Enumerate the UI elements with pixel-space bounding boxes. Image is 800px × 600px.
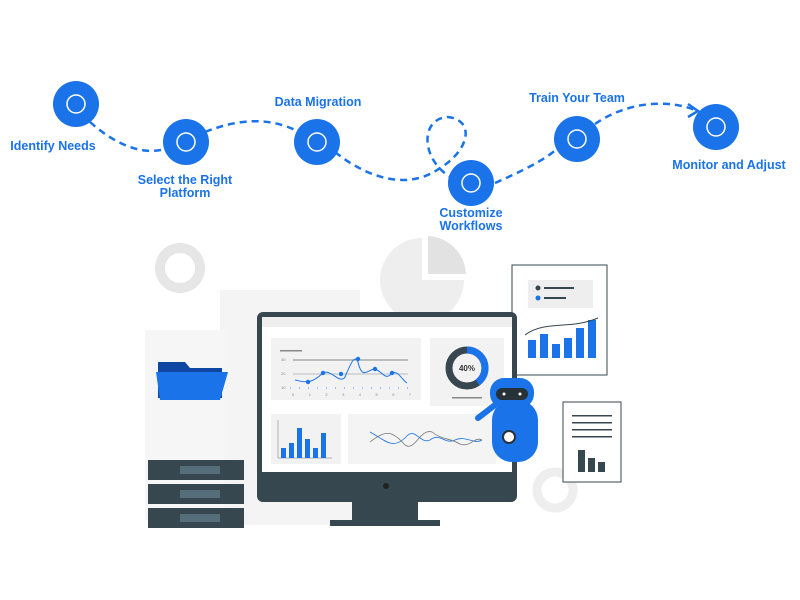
x-tick-label: 7 bbox=[409, 392, 412, 397]
background-donut-2 bbox=[532, 467, 578, 513]
arrow-head-icon bbox=[687, 102, 701, 119]
donut-value bbox=[445, 346, 489, 390]
x-tick-label: 5 bbox=[376, 392, 379, 397]
x-tick-label: 3 bbox=[342, 392, 345, 397]
icon-glyph bbox=[567, 129, 587, 149]
cloud-transfer-icon bbox=[294, 119, 340, 165]
magnifier-people-icon bbox=[53, 81, 99, 127]
x-tick-label: 0 bbox=[292, 392, 295, 397]
robot-assistant bbox=[475, 378, 538, 462]
monitor bbox=[257, 312, 517, 526]
step-label: Monitor and Adjust bbox=[672, 158, 786, 172]
team-icon bbox=[554, 116, 600, 162]
step-label: Customize bbox=[439, 206, 502, 220]
step-label: Train Your Team bbox=[529, 91, 625, 105]
step-1: Identify Needs bbox=[10, 81, 99, 153]
bar-chart-document bbox=[562, 401, 622, 483]
folder-icon bbox=[156, 362, 228, 400]
person-dashboard-icon bbox=[693, 104, 739, 150]
step-label: Platform bbox=[160, 186, 211, 200]
donut-label: 40% bbox=[459, 364, 475, 373]
report-document bbox=[511, 264, 608, 376]
server-stack bbox=[148, 460, 244, 528]
step-label: Select the Right bbox=[138, 173, 233, 187]
step-3: Data Migration bbox=[275, 95, 362, 165]
y-tick-label: 10 bbox=[281, 385, 286, 390]
background-pie bbox=[380, 238, 464, 322]
x-tick-label: 4 bbox=[359, 392, 362, 397]
icon-glyph bbox=[307, 132, 327, 152]
y-tick-label: 30 bbox=[281, 357, 286, 362]
background-donut bbox=[155, 243, 205, 293]
hand-select-icon bbox=[163, 119, 209, 165]
step-6: Monitor and Adjust bbox=[672, 104, 787, 172]
icon-glyph bbox=[176, 132, 196, 152]
icon-glyph bbox=[706, 117, 726, 137]
step-5: Train Your Team bbox=[529, 91, 625, 162]
step-label: Identify Needs bbox=[10, 139, 95, 153]
x-tick-label: 1 bbox=[309, 392, 312, 397]
icon-glyph bbox=[66, 94, 86, 114]
dashed-path bbox=[89, 102, 696, 185]
x-tick-label: 6 bbox=[392, 392, 395, 397]
workflow-icon bbox=[448, 160, 494, 206]
step-label: Workflows bbox=[440, 219, 503, 233]
x-tick-label: 2 bbox=[325, 392, 328, 397]
y-tick-label: 20 bbox=[281, 371, 286, 376]
background-pie-slice bbox=[428, 236, 466, 274]
icon-glyph bbox=[461, 173, 481, 193]
step-label: Data Migration bbox=[275, 95, 362, 109]
